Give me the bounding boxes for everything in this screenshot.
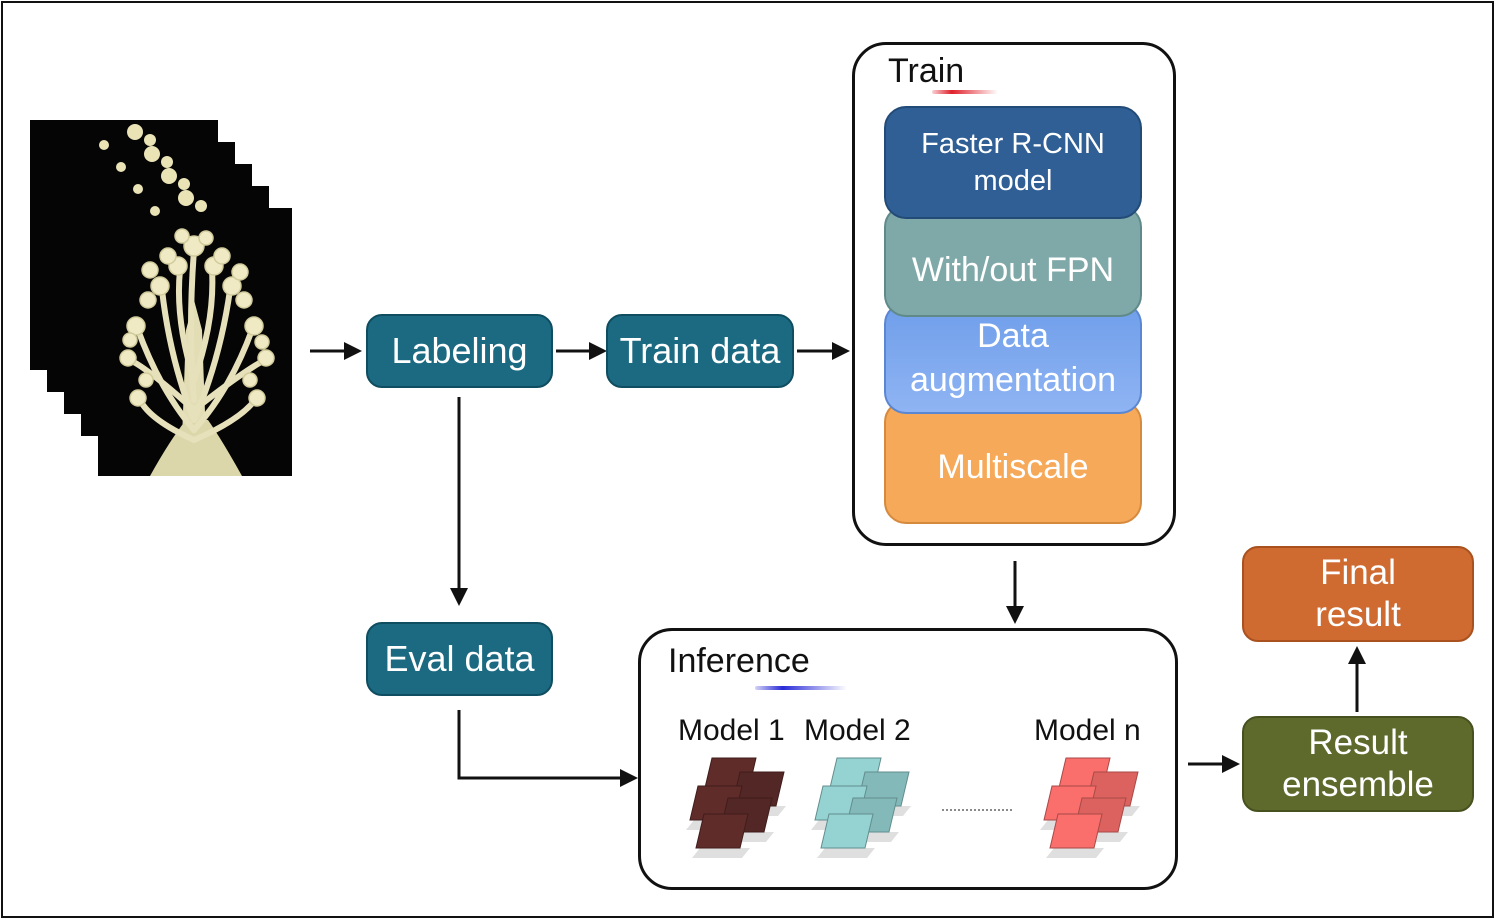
connector-arrows — [310, 349, 1359, 780]
photo-stack — [30, 120, 292, 476]
arrowhead-inference — [620, 769, 638, 787]
inference-title: Inference — [668, 642, 810, 680]
fpn-label: With/out FPN — [911, 250, 1115, 289]
peeking-flower-tops — [99, 124, 207, 216]
multiscale-block: Multiscale — [884, 400, 1142, 524]
eval-data-box: Eval data — [366, 622, 553, 696]
result-ensemble-label: Result ensemble — [1282, 723, 1434, 804]
model-n-label: Model n — [1034, 714, 1141, 747]
fpn-block: With/out FPN — [884, 205, 1142, 317]
data-augmentation-block: Data augmentation — [884, 302, 1142, 414]
arrowhead-train-data — [589, 342, 607, 360]
train-data-label: Train data — [619, 330, 781, 372]
arrowhead-labeling — [344, 342, 362, 360]
data-augmentation-label: Data augmentation — [909, 316, 1117, 399]
labeling-label: Labeling — [391, 330, 528, 372]
arrowhead-ensemble — [1222, 755, 1240, 773]
arrow-heads — [344, 342, 1366, 787]
multiscale-label: Multiscale — [937, 447, 1089, 486]
model-1-label: Model 1 — [678, 714, 785, 747]
final-result-label: Final result — [1315, 553, 1401, 634]
faster-rcnn-block: Faster R-CNN model — [884, 106, 1142, 219]
train-title: Train — [888, 52, 965, 90]
result-ensemble-box: Result ensemble — [1242, 716, 1474, 812]
faster-rcnn-label: Faster R-CNN model — [921, 128, 1105, 197]
arrowhead-train — [832, 342, 850, 360]
labeling-box: Labeling — [366, 314, 553, 388]
arrowhead-eval-data — [450, 588, 468, 606]
train-data-box: Train data — [606, 314, 794, 388]
pistil-flower — [119, 228, 275, 476]
final-result-box: Final result — [1242, 546, 1474, 642]
arrow-eval-data-to-inference — [457, 710, 622, 780]
model-2-label: Model 2 — [804, 714, 911, 747]
arrowhead-final — [1348, 646, 1366, 664]
arrowhead-train-down — [1006, 606, 1024, 624]
eval-data-label: Eval data — [384, 638, 535, 680]
